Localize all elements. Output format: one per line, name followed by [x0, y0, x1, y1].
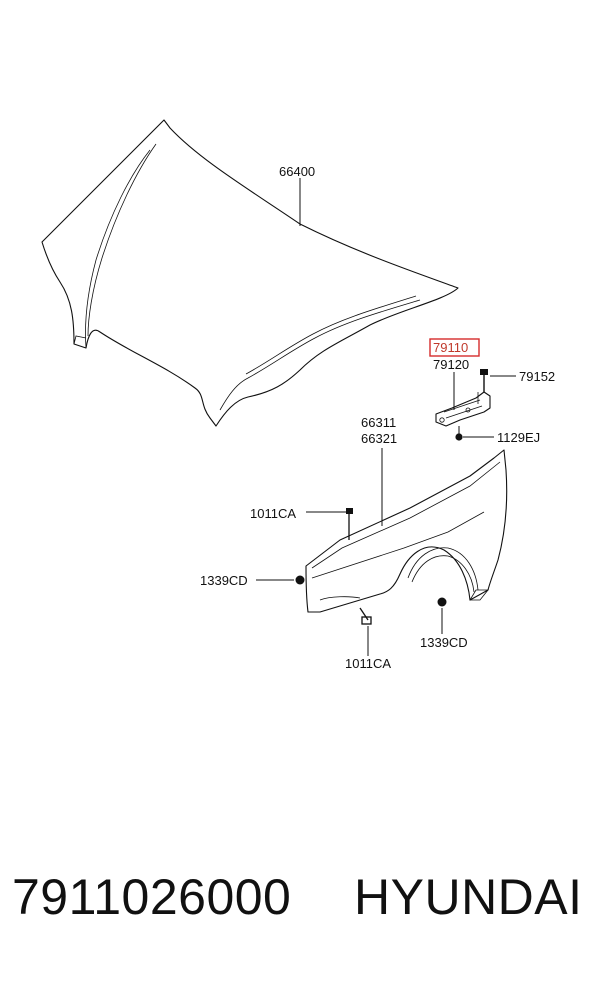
part-number: 7911026000 — [12, 869, 292, 925]
fender-bolt-lower-icon — [359, 607, 372, 625]
callout-hinge-lh: 79110 — [433, 340, 468, 355]
highlight-box — [429, 338, 480, 357]
footer-caption: 7911026000 HYUNDAI — [0, 868, 600, 948]
callout-bolt-upper: 1011CA — [250, 506, 296, 521]
hinge-nut-icon — [455, 426, 463, 441]
brand-name: HYUNDAI — [354, 869, 583, 925]
hood-hinge — [435, 391, 491, 427]
callout-nut-rear: 1339CD — [420, 635, 468, 650]
callout-bolt-lower: 1011CA — [345, 656, 391, 671]
callout-hinge-nut: 1129EJ — [497, 430, 540, 445]
callout-hinge-rh: 79120 — [433, 357, 469, 372]
fender-bolt-upper-icon — [346, 508, 353, 540]
callout-hood: 66400 — [279, 164, 315, 179]
callout-nut-front: 1339CD — [200, 573, 248, 588]
hinge-bolt-icon — [480, 369, 488, 392]
callout-hinge-bolt: 79152 — [519, 369, 555, 384]
front-fender — [305, 449, 508, 613]
fender-nut-front-icon — [295, 575, 305, 585]
callout-fender-lh: 66311 — [361, 415, 396, 430]
hood-panel — [41, 119, 459, 427]
callout-fender-rh: 66321 — [361, 431, 397, 446]
fender-nut-rear-icon — [437, 597, 447, 607]
